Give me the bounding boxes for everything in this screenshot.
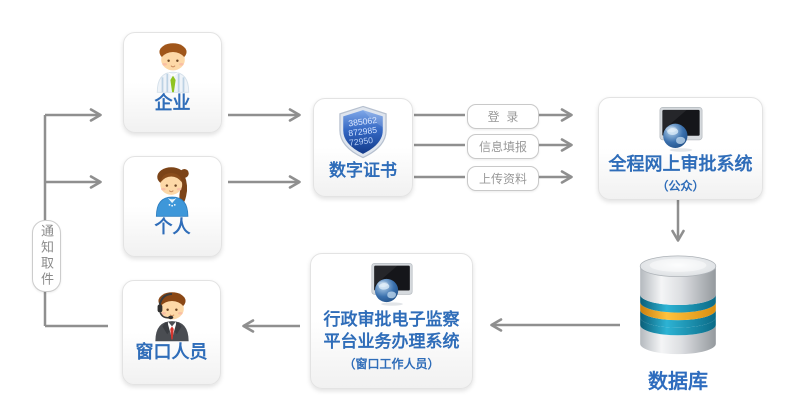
node-online-approval-system: 全程网上审批系统 （公众） (598, 97, 763, 200)
database-label: 数据库 (648, 371, 708, 393)
operator-headset-icon (154, 292, 189, 342)
supervision-system-label-line2: 平台业务办理系统 (323, 332, 460, 352)
node-supervision-system: 行政审批电子监察 平台业务办理系统 （窗口工作人员） (310, 253, 473, 389)
shield-number-1: 385062 (348, 115, 378, 128)
online-approval-system-sublabel: （公众） (656, 178, 705, 193)
shield-icon: 385062 872985 72950 (339, 105, 387, 159)
flow-label-upload: 上传资料 (467, 166, 539, 191)
digital-certificate-label: 数字证书 (329, 161, 397, 180)
node-database: 数据库 (628, 253, 728, 394)
flow-label-login: 登 录 (467, 104, 539, 129)
notify-pickup-label: 通知取件 (32, 220, 61, 292)
monitor-globe-icon (659, 107, 702, 152)
online-approval-system-label: 全程网上审批系统 (608, 154, 753, 174)
monitor-globe-icon (370, 262, 413, 306)
node-window-staff: 窗口人员 (122, 280, 221, 385)
woman-icon (155, 167, 189, 217)
supervision-system-sublabel: （窗口工作人员） (343, 357, 440, 372)
enterprise-label: 企业 (154, 93, 191, 113)
supervision-system-label-line1: 行政审批电子监察 (323, 310, 460, 329)
shield-number-3: 72950 (348, 135, 373, 148)
database-icon (639, 255, 717, 355)
shield-number-2: 872985 (348, 125, 378, 138)
node-individual: 个人 (123, 156, 222, 257)
window-staff-label: 窗口人员 (135, 342, 208, 362)
flow-label-fill-info: 信息填报 (467, 134, 539, 159)
node-digital-certificate: 385062 872985 72950 数字证书 (313, 98, 413, 197)
businessman-icon (156, 43, 189, 93)
individual-label: 个人 (154, 217, 191, 237)
node-enterprise: 企业 (123, 32, 222, 133)
